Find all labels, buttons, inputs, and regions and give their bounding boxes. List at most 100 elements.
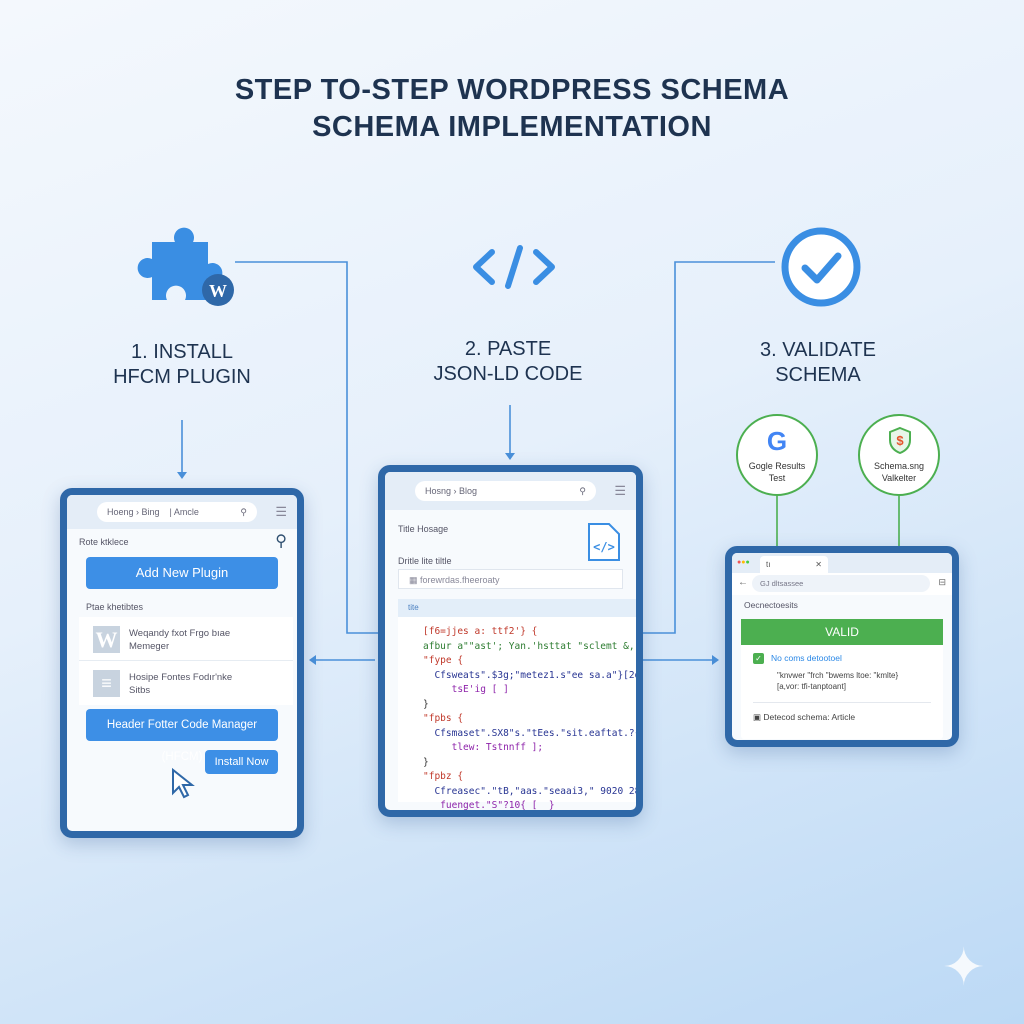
code-line: afbur a""ast'; Yan.'hsttat "sclemt &, bbox=[423, 640, 635, 652]
puzzle-wordpress-icon: W bbox=[137, 227, 234, 306]
panel-heading: Oecnectoesits bbox=[744, 600, 798, 610]
url-text: GJ dltsassee bbox=[760, 579, 804, 588]
section-label: Ptae khetibtes bbox=[86, 602, 144, 612]
detail-text: [a,vor: tfi-tanptoant] bbox=[777, 682, 846, 691]
code-line: Cfsmaset".SX8"s."tEes."sit.eaftat.?{ bbox=[423, 727, 641, 739]
back-icon[interactable]: ← bbox=[738, 577, 748, 588]
shield-dollar-icon: $ bbox=[889, 426, 911, 454]
code-line: tsE'ig [ ] bbox=[423, 684, 509, 695]
install-plugin-panel: Hoeng › Bing | Amcle⚲ ☰ Rote ktklece ⚲ A… bbox=[60, 488, 304, 838]
step-1-label: 1. INSTALL HFCM PLUGIN bbox=[72, 340, 292, 390]
divider bbox=[753, 702, 931, 703]
google-icon: G bbox=[766, 426, 788, 456]
step-2-line1: 2. PASTE bbox=[464, 338, 552, 360]
svg-text:</>: </> bbox=[593, 540, 615, 554]
crumb[interactable]: Blog bbox=[459, 486, 478, 496]
svg-text:$: $ bbox=[896, 433, 904, 448]
check-icon: ✓ bbox=[753, 653, 764, 664]
hfcm-plugin-button[interactable]: Header Fotter Code Manager (HFCM) bbox=[86, 709, 278, 763]
code-line: "fpbz { bbox=[423, 771, 464, 782]
url-input[interactable]: GJ dltsassee bbox=[752, 575, 930, 592]
json-ld-code: [f6=jjes a: ttf2'} { afbur a""ast'; Yan.'… bbox=[423, 625, 643, 818]
result-card: VALID ✓ No coms detootoel "knvwer "frch … bbox=[741, 619, 943, 739]
plugin-name: Hosipe Fontes Fodır'nke bbox=[129, 672, 233, 683]
connector-step1-to-code bbox=[235, 261, 378, 634]
editor-tab[interactable]: tite bbox=[398, 599, 636, 617]
menu-icon[interactable]: ☰ bbox=[275, 504, 287, 519]
search-icon[interactable]: ⚲ bbox=[579, 486, 586, 496]
code-line: Cfsweats".$3g;"metez1.s"ee sa.a"}[2d bbox=[423, 669, 641, 681]
field-label: Dritle lite tiltle bbox=[398, 556, 452, 566]
detail-text: "knvwer "frch "bwems ltoe: "kmlte} bbox=[777, 671, 899, 680]
page-subtitle: SCHEMA IMPLEMENTATION bbox=[312, 111, 712, 143]
schema-icon: ▣ bbox=[753, 712, 762, 722]
browser-bar: Hoeng › Bing | Amcle⚲ ☰ bbox=[67, 495, 297, 529]
svg-text:W: W bbox=[209, 281, 227, 301]
install-now-button[interactable]: Install Now bbox=[205, 750, 278, 774]
crumb[interactable]: Hoeng bbox=[107, 507, 134, 517]
input-value: forewrdas.fheeroaty bbox=[420, 575, 500, 585]
step-3-label: 3. VALIDATE SCHEMA bbox=[708, 338, 928, 388]
search-icon[interactable]: ⚲ bbox=[240, 507, 247, 517]
address-bar: ← GJ dltsassee ⊟ bbox=[732, 573, 952, 595]
validate-panel: ●●● tı✕ ← GJ dltsassee ⊟ Oecnectoesits V… bbox=[725, 546, 959, 747]
add-new-plugin-button[interactable]: Add New Plugin bbox=[86, 557, 278, 589]
code-file-icon: </> bbox=[588, 523, 620, 561]
code-line: [f6=jjes a: ttf2'} { bbox=[423, 626, 538, 637]
plugin-sub: Memeger bbox=[129, 641, 170, 652]
step-1-line2: HFCM PLUGIN bbox=[113, 366, 251, 388]
browser-bar: Hosng › Blog⚲ ☰ bbox=[385, 472, 636, 510]
search-icon[interactable]: ⚲ bbox=[275, 533, 287, 550]
cursor-icon bbox=[172, 767, 195, 799]
briefcase-icon[interactable]: ⊟ bbox=[938, 577, 946, 587]
plugin-sub: Sitbs bbox=[129, 685, 151, 696]
code-line: } bbox=[423, 698, 429, 710]
code-line: Cfreasec"."tB,"aas."seaai3," 9020 2898 bbox=[423, 785, 643, 797]
menu-icon[interactable]: ☰ bbox=[614, 483, 626, 498]
list-icon: ≡ bbox=[93, 670, 120, 697]
schema-input[interactable]: ▦ forewrdas.fheeroaty bbox=[398, 569, 623, 589]
code-line: "fype { bbox=[423, 655, 464, 666]
detected-schema: ▣ Detecod schema: Article bbox=[753, 712, 855, 723]
sparkle-icon: ✦ bbox=[942, 939, 986, 997]
code-line: } bbox=[423, 756, 429, 768]
code-line: } bbox=[423, 814, 643, 818]
code-editor[interactable]: [f6=jjes a: ttf2'} { afbur a""ast'; Yan.'… bbox=[398, 617, 636, 810]
code-line: "fpbs { bbox=[423, 713, 464, 724]
detected-schema-text: Detecod schema: Article bbox=[763, 712, 856, 722]
step-1-line1: 1. INSTALL bbox=[131, 341, 233, 363]
crumb[interactable]: Bing bbox=[141, 507, 160, 517]
window-controls[interactable]: ●●● bbox=[737, 559, 750, 566]
plugin-name: Weqandy fxot Frgo bıae bbox=[129, 628, 231, 639]
step-3-line2: SCHEMA bbox=[775, 364, 861, 386]
breadcrumb[interactable]: Hoeng › Bing | Amcle⚲ bbox=[97, 502, 257, 522]
breadcrumb[interactable]: Hosng › Blog⚲ bbox=[415, 481, 596, 501]
validator-name: Valkelter bbox=[881, 473, 917, 483]
panel-heading: Title Hosage bbox=[398, 524, 449, 534]
panel-heading: Rote ktklece bbox=[79, 537, 129, 547]
close-icon[interactable]: ✕ bbox=[815, 560, 822, 569]
validator-name: Gogle Results bbox=[748, 461, 806, 471]
validator-name: Test bbox=[768, 473, 786, 483]
crumb[interactable]: Hosng bbox=[425, 486, 452, 496]
code-brackets-icon bbox=[473, 245, 555, 289]
tab-strip: ●●● tı✕ bbox=[732, 553, 952, 573]
code-line: fuenget."S"?10{ [ } bbox=[423, 800, 555, 811]
check-circle-icon bbox=[781, 227, 861, 307]
browser-tab[interactable]: tı✕ bbox=[760, 556, 828, 573]
paste-code-panel: Hosng › Blog⚲ ☰ Title Hosage </> Dritle … bbox=[378, 465, 643, 817]
page-title: STEP TO-STEP WORDPRESS SCHEMA bbox=[234, 74, 790, 106]
valid-status: VALID bbox=[741, 619, 943, 645]
validator-name: Schema.sng bbox=[873, 461, 925, 471]
crumb[interactable]: Amcle bbox=[173, 507, 199, 517]
connector-code-to-validate bbox=[612, 261, 775, 634]
code-line: tlew: Tstnnff ]; bbox=[423, 742, 544, 753]
step-3-line1: 3. VALIDATE bbox=[760, 339, 876, 361]
wordpress-icon: W bbox=[93, 626, 120, 653]
